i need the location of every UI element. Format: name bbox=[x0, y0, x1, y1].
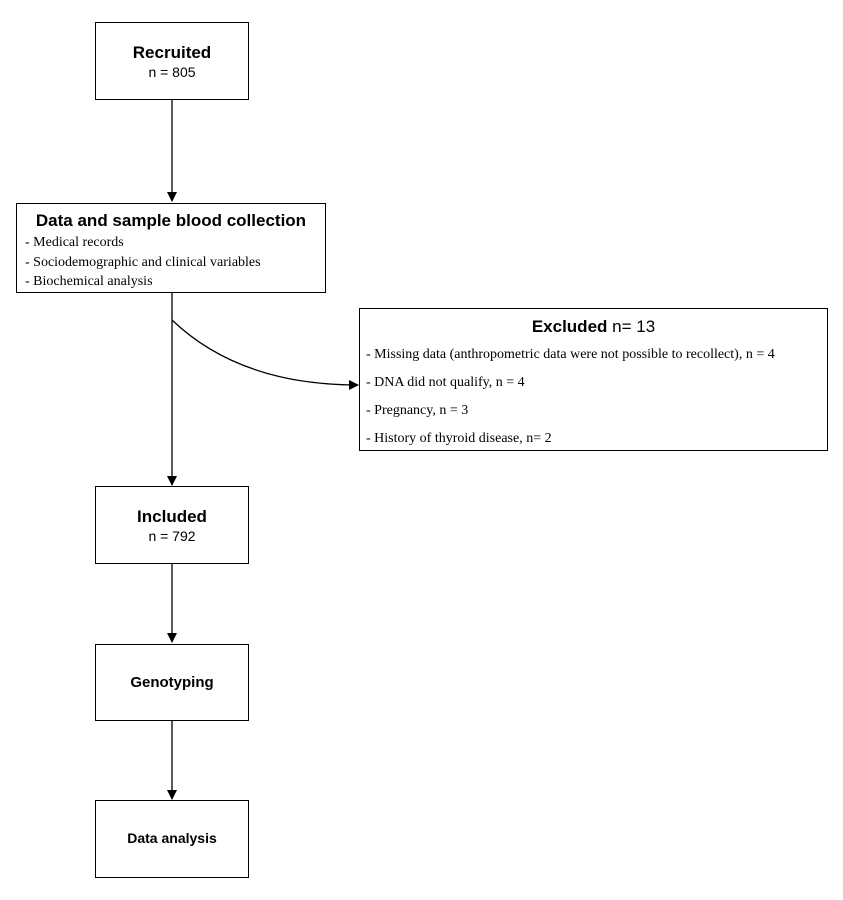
excluded-heading: Excluded n= 13 bbox=[360, 317, 827, 337]
analysis-box: Data analysis bbox=[95, 800, 249, 878]
recruited-title: Recruited bbox=[132, 43, 212, 62]
analysis-title: Data analysis bbox=[127, 830, 217, 846]
recruited-box: Recruited n = 805 bbox=[95, 22, 249, 100]
excluded-box: Excluded n= 13 - Missing data (anthropom… bbox=[359, 308, 828, 451]
collection-title: Data and sample blood collection bbox=[35, 211, 307, 230]
included-count: n = 792 bbox=[148, 528, 196, 544]
collection-item: - Biochemical analysis bbox=[25, 274, 153, 289]
collection-box: Data and sample blood collection - Medic… bbox=[16, 203, 326, 293]
collection-item: - Sociodemographic and clinical variable… bbox=[25, 255, 261, 270]
genotyping-box: Genotyping bbox=[95, 644, 249, 721]
included-box: Included n = 792 bbox=[95, 486, 249, 564]
excluded-item: - Missing data (anthropometric data were… bbox=[366, 347, 775, 362]
arrow-collection-to-excluded bbox=[171, 319, 359, 390]
excluded-count: n= 13 bbox=[607, 317, 656, 336]
excluded-item: - Pregnancy, n = 3 bbox=[366, 403, 469, 418]
excluded-title: Excluded bbox=[531, 317, 608, 336]
included-title: Included bbox=[137, 507, 207, 526]
genotyping-title: Genotyping bbox=[130, 674, 214, 691]
excluded-item: - DNA did not qualify, n = 4 bbox=[366, 375, 525, 390]
excluded-item: - History of thyroid disease, n= 2 bbox=[366, 431, 552, 446]
collection-item: - Medical records bbox=[25, 235, 124, 250]
recruited-count: n = 805 bbox=[148, 64, 196, 80]
